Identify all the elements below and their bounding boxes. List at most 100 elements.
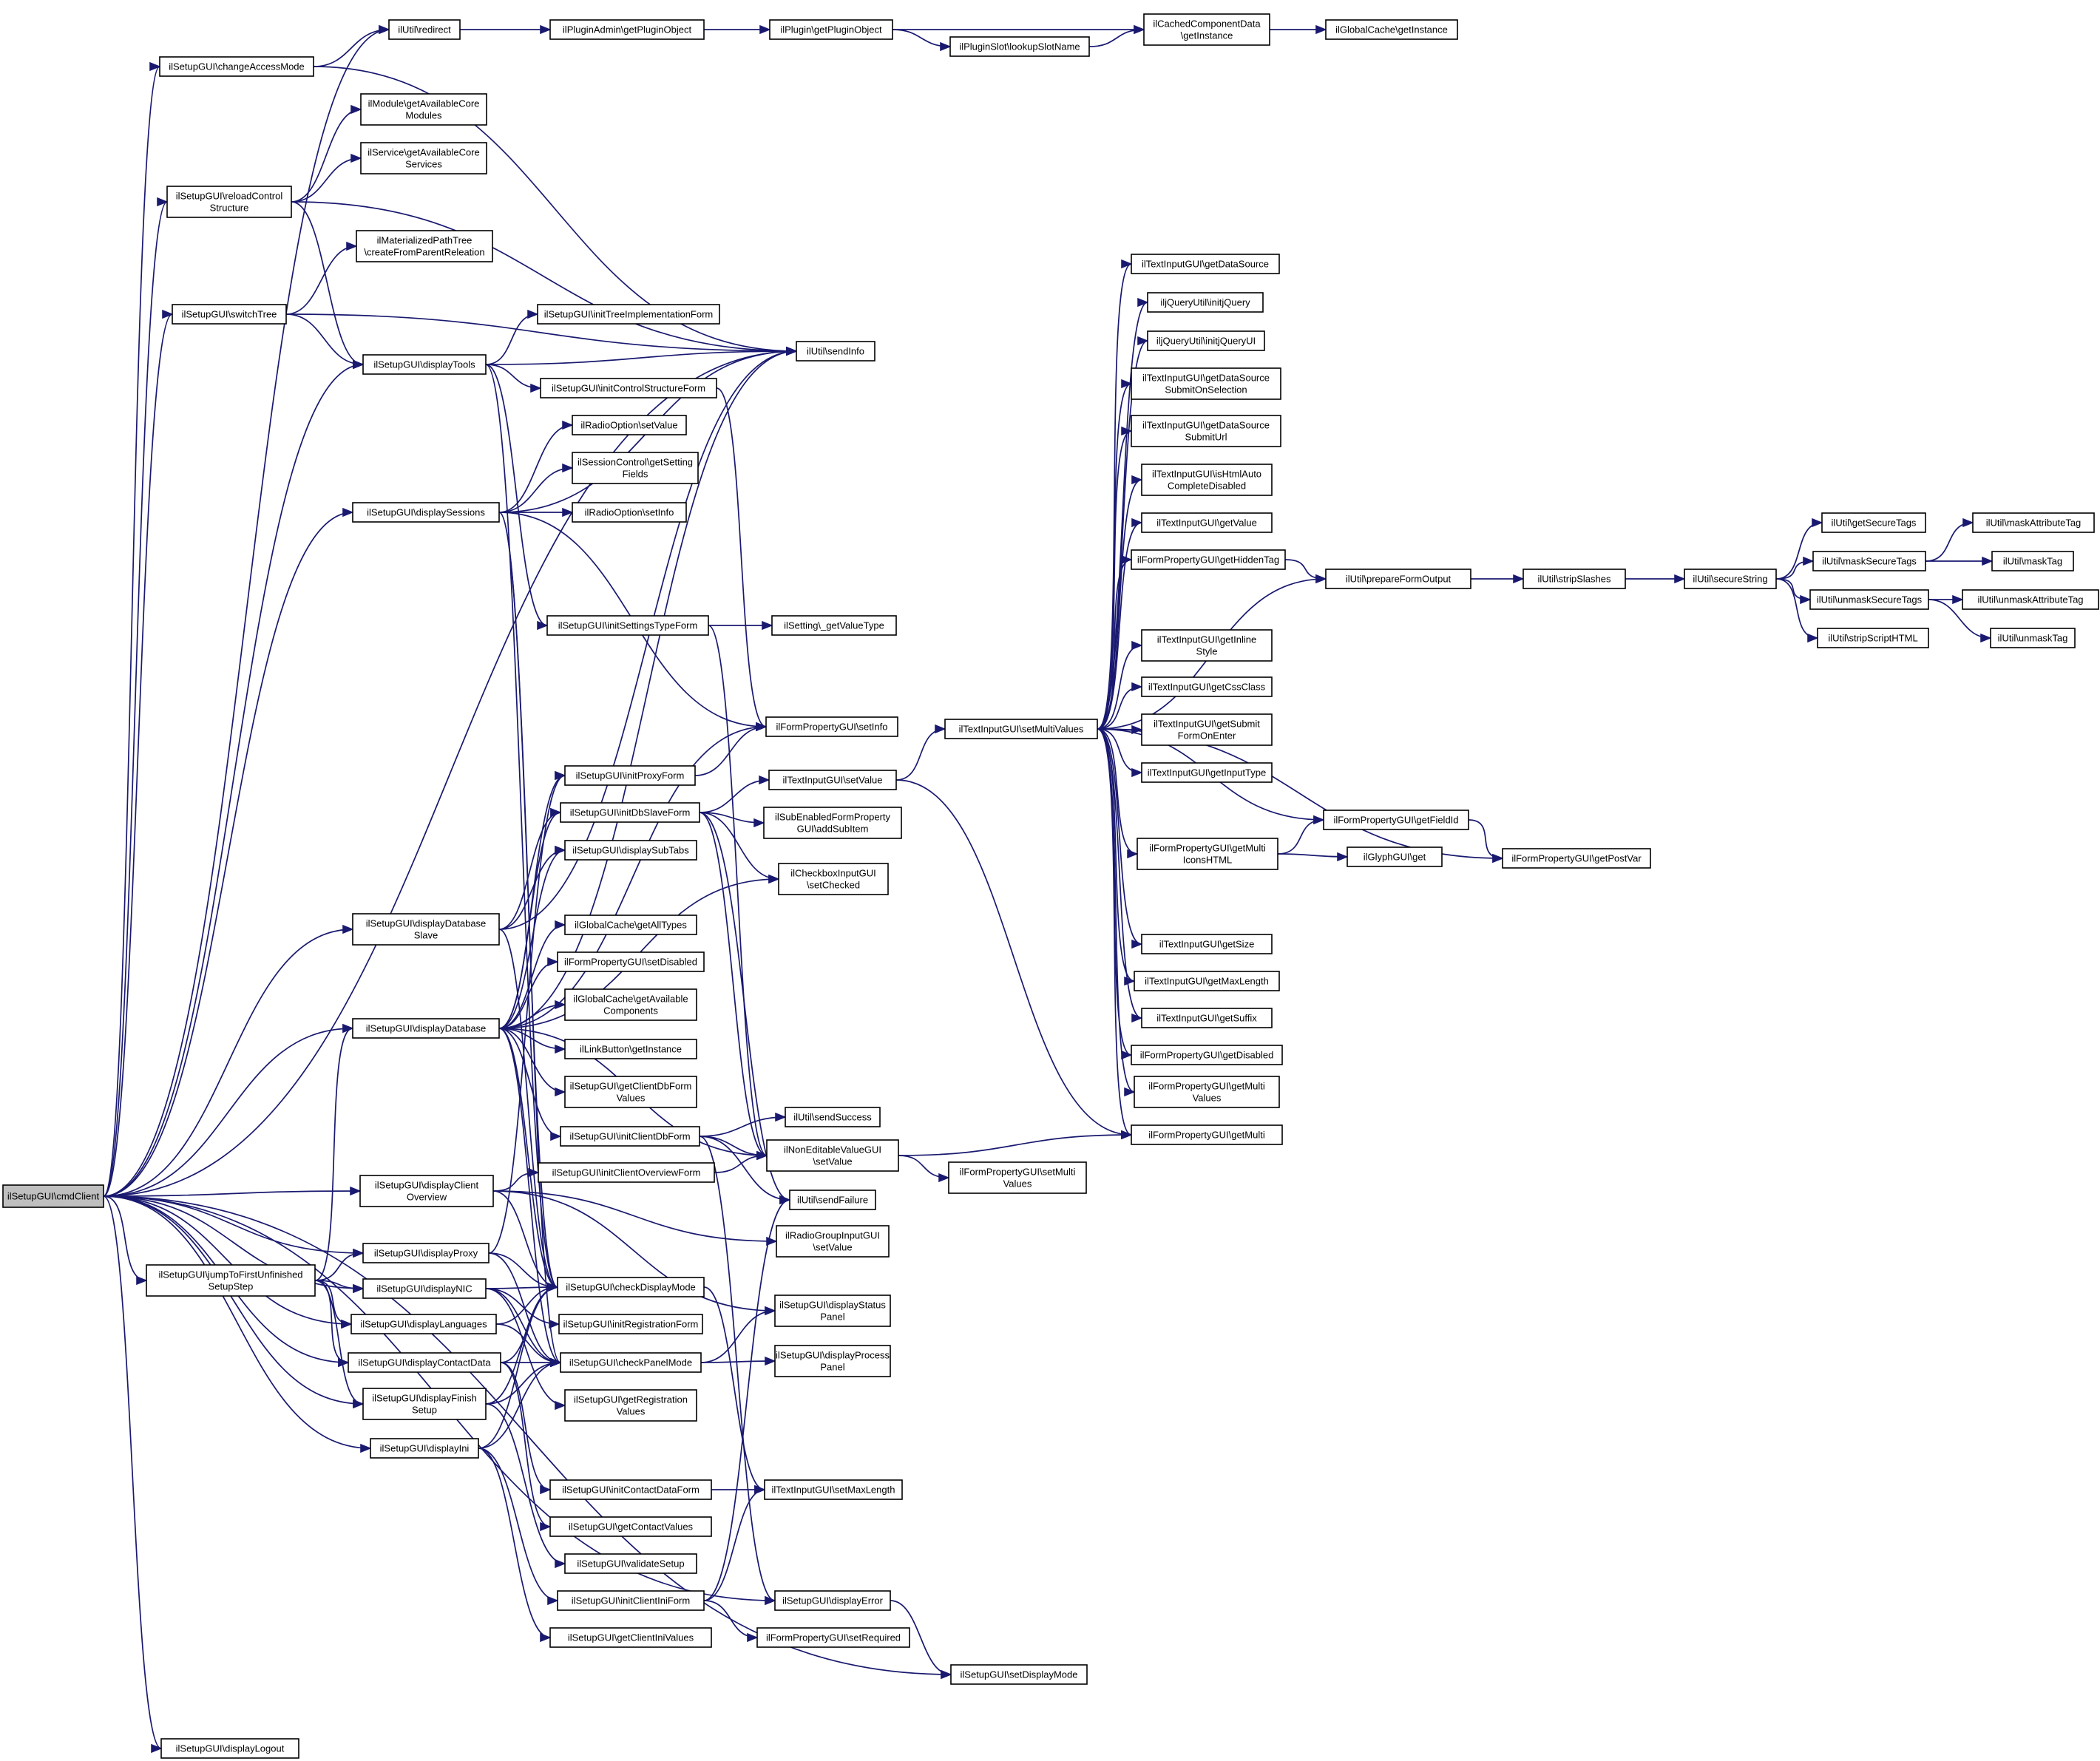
node-display-database[interactable]: ilSetupGUI\displayDatabase bbox=[352, 1018, 500, 1039]
node-mask-secure[interactable]: ilUtil\maskSecureTags bbox=[1812, 551, 1926, 571]
node-link-button[interactable]: ilLinkButton\getInstance bbox=[564, 1039, 697, 1059]
node-get-all-types[interactable]: ilGlobalCache\getAllTypes bbox=[564, 915, 697, 935]
node-send-success[interactable]: ilUtil\sendSuccess bbox=[785, 1107, 881, 1127]
node-display-sessions[interactable]: ilSetupGUI\displaySessions bbox=[352, 502, 500, 523]
node-display-error[interactable]: ilSetupGUI\displayError bbox=[774, 1590, 891, 1611]
node-init-settings[interactable]: ilSetupGUI\initSettingsTypeForm bbox=[546, 615, 709, 636]
node-checkbox-checked[interactable]: ilCheckboxInputGUI\setChecked bbox=[778, 863, 889, 895]
node-strip-slashes[interactable]: ilUtil\stripSlashes bbox=[1522, 569, 1626, 589]
node-is-html-auto[interactable]: ilTextInputGUI\isHtmlAutoCompleteDisable… bbox=[1141, 464, 1273, 496]
node-radio-group[interactable]: ilRadioGroupInputGUI\setValue bbox=[776, 1225, 890, 1258]
node-global-cache-inst[interactable]: ilGlobalCache\getInstance bbox=[1325, 19, 1458, 40]
node-get-contact-values[interactable]: ilSetupGUI\getContactValues bbox=[549, 1516, 712, 1537]
node-get-field-id[interactable]: ilFormPropertyGUI\getFieldId bbox=[1323, 810, 1469, 830]
node-init-client-db[interactable]: ilSetupGUI\initClientDbForm bbox=[560, 1126, 700, 1147]
node-get-max-length[interactable]: ilTextInputGUI\getMaxLength bbox=[1134, 971, 1280, 991]
node-validate-setup[interactable]: ilSetupGUI\validateSetup bbox=[564, 1553, 697, 1574]
node-get-size[interactable]: ilTextInputGUI\getSize bbox=[1141, 934, 1273, 954]
node-form-set-info[interactable]: ilFormPropertyGUI\setInfo bbox=[765, 716, 898, 737]
node-cmd-client[interactable]: ilSetupGUI\cmdClient bbox=[2, 1184, 104, 1208]
node-set-display-mode[interactable]: ilSetupGUI\setDisplayMode bbox=[950, 1664, 1088, 1685]
node-get-css[interactable]: ilTextInputGUI\getCssClass bbox=[1141, 676, 1273, 697]
node-text-get-value[interactable]: ilTextInputGUI\getValue bbox=[1141, 512, 1273, 533]
node-init-tree-impl[interactable]: ilSetupGUI\initTreeImplementationForm bbox=[537, 304, 720, 325]
node-init-db-slave[interactable]: ilSetupGUI\initDbSlaveForm bbox=[560, 802, 700, 823]
node-display-nic[interactable]: ilSetupGUI\displayNIC bbox=[362, 1278, 487, 1299]
node-non-editable[interactable]: ilNonEditableValueGUI\setValue bbox=[766, 1139, 899, 1172]
node-j-query-ui[interactable]: iljQueryUtil\initjQueryUI bbox=[1147, 330, 1265, 351]
node-display-contact[interactable]: ilSetupGUI\displayContactData bbox=[348, 1352, 501, 1373]
node-glyph-get[interactable]: ilGlyphGUI\get bbox=[1347, 846, 1443, 867]
node-display-sub-tabs[interactable]: ilSetupGUI\displaySubTabs bbox=[564, 840, 697, 861]
node-set-multi-values[interactable]: ilFormPropertyGUI\setMultiValues bbox=[948, 1161, 1087, 1194]
node-redirect[interactable]: ilUtil\redirect bbox=[388, 19, 461, 40]
node-init-control[interactable]: ilSetupGUI\initControlStructureForm bbox=[540, 378, 717, 398]
node-mask-attr[interactable]: ilUtil\maskAttributeTag bbox=[1972, 512, 2095, 533]
node-unmask-attr[interactable]: ilUtil\unmaskAttributeTag bbox=[1962, 589, 2099, 610]
node-prepare-form[interactable]: ilUtil\prepareFormOutput bbox=[1325, 569, 1471, 589]
node-ds-submit-sel[interactable]: ilTextInputGUI\getDataSourceSubmitOnSele… bbox=[1131, 367, 1281, 400]
node-get-secure-tags[interactable]: ilUtil\getSecureTags bbox=[1821, 512, 1926, 533]
node-get-hidden-tag[interactable]: ilFormPropertyGUI\getHiddenTag bbox=[1131, 549, 1286, 570]
node-display-tools[interactable]: ilSetupGUI\displayTools bbox=[362, 354, 487, 375]
node-text-set-max-length[interactable]: ilTextInputGUI\setMaxLength bbox=[764, 1479, 903, 1500]
node-display-proxy[interactable]: ilSetupGUI\displayProxy bbox=[362, 1243, 490, 1263]
node-get-client-ini[interactable]: ilSetupGUI\getClientIniValues bbox=[549, 1627, 712, 1648]
node-init-proxy[interactable]: ilSetupGUI\initProxyForm bbox=[564, 765, 696, 786]
node-display-logout[interactable]: ilSetupGUI\displayLogout bbox=[160, 1738, 299, 1759]
node-setting-value-type[interactable]: ilSetting\_getValueType bbox=[771, 615, 897, 636]
node-radio-set-value[interactable]: ilRadioOption\setValue bbox=[572, 415, 687, 435]
node-radio-set-info[interactable]: ilRadioOption\setInfo bbox=[572, 502, 687, 523]
node-check-panel-mode[interactable]: ilSetupGUI\checkPanelMode bbox=[560, 1352, 702, 1373]
node-secure-string[interactable]: ilUtil\secureString bbox=[1684, 569, 1777, 589]
node-get-suffix[interactable]: ilTextInputGUI\getSuffix bbox=[1141, 1008, 1273, 1028]
node-plugin-admin-get[interactable]: ilPluginAdmin\getPluginObject bbox=[549, 19, 705, 40]
node-unmask-secure[interactable]: ilUtil\unmaskSecureTags bbox=[1809, 589, 1929, 610]
node-init-registration[interactable]: ilSetupGUI\initRegistrationForm bbox=[558, 1314, 703, 1334]
node-init-client-overview[interactable]: ilSetupGUI\initClientOverviewForm bbox=[538, 1162, 715, 1183]
node-strip-script[interactable]: ilUtil\stripScriptHTML bbox=[1817, 628, 1929, 648]
node-display-ini[interactable]: ilSetupGUI\displayIni bbox=[370, 1438, 479, 1459]
node-set-required[interactable]: ilFormPropertyGUI\setRequired bbox=[756, 1627, 910, 1648]
node-cached-component[interactable]: ilCachedComponentData\getInstance bbox=[1143, 13, 1270, 46]
node-form-set-disabled[interactable]: ilFormPropertyGUI\setDisabled bbox=[557, 951, 705, 972]
node-mask-tag[interactable]: ilUtil\maskTag bbox=[1991, 551, 2074, 571]
node-materialized[interactable]: ilMaterializedPathTree\createFromParentR… bbox=[356, 230, 493, 262]
node-switch-tree[interactable]: ilSetupGUI\switchTree bbox=[172, 304, 287, 325]
node-jump-to[interactable]: ilSetupGUI\jumpToFirstUnfinishedSetupSte… bbox=[146, 1264, 316, 1297]
node-plugin-get[interactable]: ilPlugin\getPluginObject bbox=[769, 19, 893, 40]
node-get-multi[interactable]: ilFormPropertyGUI\getMulti bbox=[1131, 1124, 1283, 1145]
node-send-failure[interactable]: ilUtil\sendFailure bbox=[789, 1190, 876, 1210]
node-change-access-mode[interactable]: ilSetupGUI\changeAccessMode bbox=[159, 56, 314, 77]
node-j-query[interactable]: iljQueryUtil\initjQuery bbox=[1147, 292, 1264, 313]
node-init-client-ini[interactable]: ilSetupGUI\initClientIniForm bbox=[557, 1590, 705, 1611]
node-send-info[interactable]: ilUtil\sendInfo bbox=[796, 341, 875, 362]
node-get-data-source[interactable]: ilTextInputGUI\getDataSource bbox=[1131, 254, 1280, 274]
node-get-input-type[interactable]: ilTextInputGUI\getInputType bbox=[1141, 762, 1273, 783]
node-display-languages[interactable]: ilSetupGUI\displayLanguages bbox=[350, 1314, 497, 1334]
node-text-set-value[interactable]: ilTextInputGUI\setValue bbox=[768, 770, 897, 790]
node-init-contact[interactable]: ilSetupGUI\initContactDataForm bbox=[549, 1479, 712, 1500]
node-get-disabled[interactable]: ilFormPropertyGUI\getDisabled bbox=[1131, 1045, 1283, 1065]
node-set-multi-values-text[interactable]: ilTextInputGUI\setMultiValues bbox=[944, 719, 1098, 739]
node-check-display-mode[interactable]: ilSetupGUI\checkDisplayMode bbox=[557, 1277, 705, 1297]
node-unmask-tag[interactable]: ilUtil\unmaskTag bbox=[1990, 628, 2076, 648]
